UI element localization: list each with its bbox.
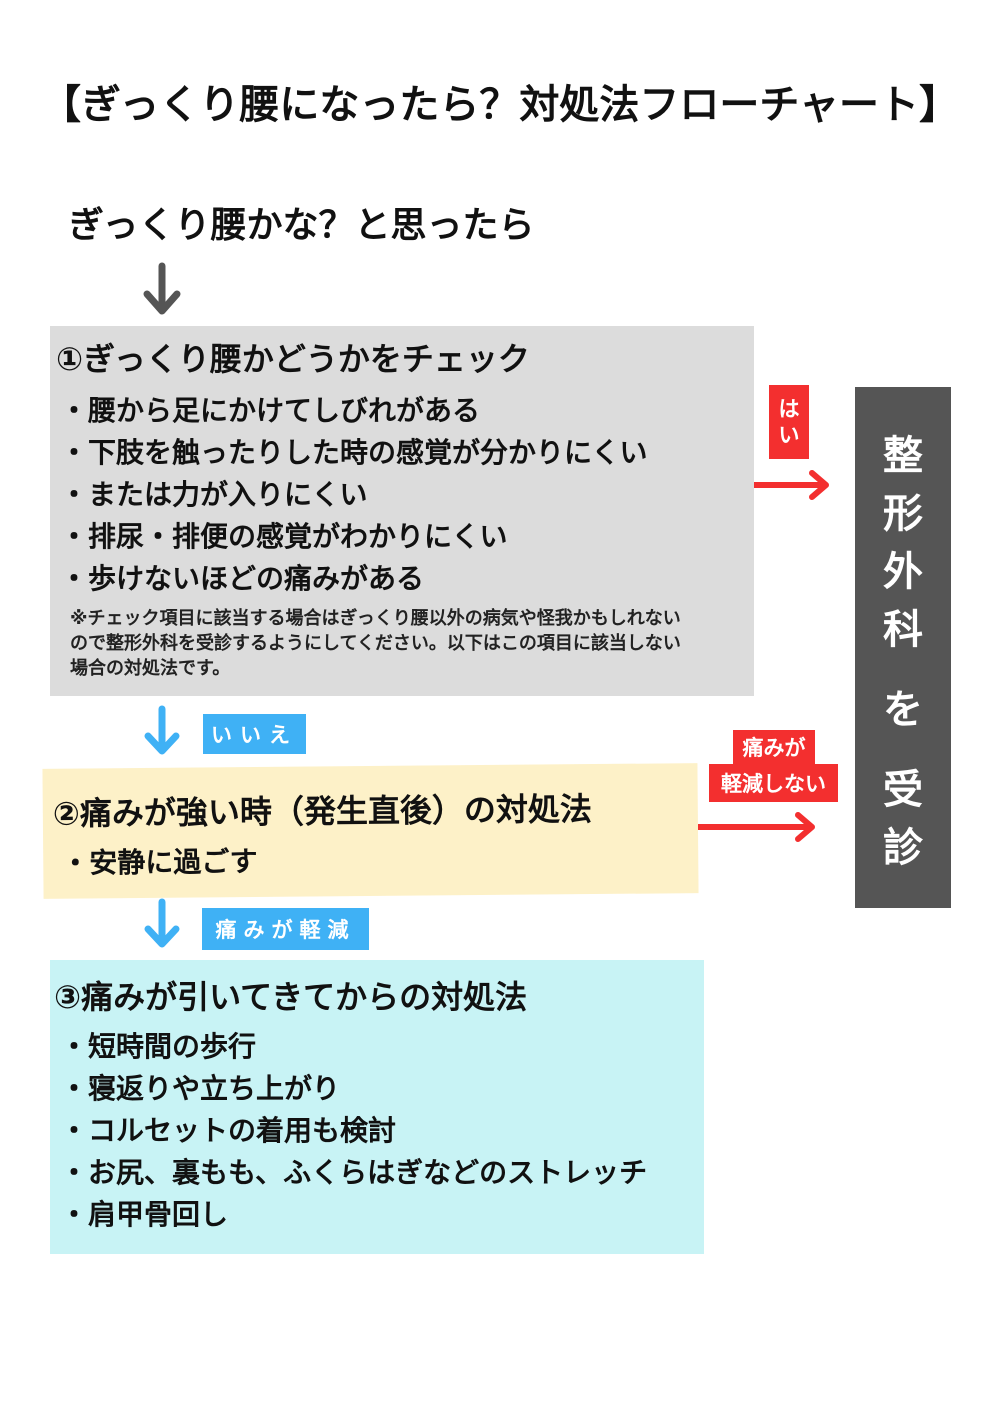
clinic-char: 外 [883,549,923,595]
arrow-right-icon [754,468,834,502]
page-title: 【ぎっくり腰になったら？対処法フローチャート】 [41,82,959,128]
recovery-item: ・寝返りや立ち上がり [60,1072,341,1105]
recovery-item: ・お尻、裏もも、ふくらはぎなどのストレッチ [60,1156,648,1189]
check-box: ①ぎっくり腰かどうかをチェック ・腰から足にかけてしびれがある ・下肢を触ったり… [50,326,754,696]
arrow-down-icon [142,705,182,757]
check-note: ※チェック項目に該当する場合はぎっくり腰以外の病気や怪我かもしれない ので整形外… [70,606,681,681]
acute-heading: ②痛みが強い時（発生直後）の対処法 [52,790,593,833]
clinic-char: 形 [883,491,923,537]
recovery-item: ・コルセットの着用も検討 [60,1114,397,1147]
check-item: ・または力が入りにくい [60,478,368,511]
check-item: ・排尿・排便の感覚がわかりにくい [60,520,508,553]
pain-not-reduced-tag-top: 痛みが [733,730,815,764]
recovery-box: ③痛みが引いてきてからの対処法 ・短時間の歩行 ・寝返りや立ち上がり ・コルセッ… [50,960,704,1254]
note-line: ※チェック項目に該当する場合はぎっくり腰以外の病気や怪我かもしれない [70,608,681,629]
clinic-char: 受 [883,767,923,813]
check-item: ・歩けないほどの痛みがある [60,562,425,595]
arrow-down-icon [142,898,182,950]
recovery-item: ・短時間の歩行 [60,1030,257,1063]
clinic-char: 診 [883,825,923,871]
arrow-right-icon [698,810,820,844]
recovery-item: ・肩甲骨回し [60,1198,229,1231]
pain-reduced-tag: 痛みが軽減 [202,908,369,950]
acute-box: ②痛みが強い時（発生直後）の対処法 ・安静に過ごす [42,763,699,899]
clinic-char: 科 [883,607,923,653]
note-line: 場合の対処法です。 [70,658,231,679]
check-item: ・腰から足にかけてしびれがある [60,394,481,427]
recovery-list: ・短時間の歩行 ・寝返りや立ち上がり ・コルセットの着用も検討 ・お尻、裏もも、… [60,1026,647,1236]
clinic-box: 整 形 外 科 を 受 診 [855,387,951,908]
arrow-down-icon [142,262,182,318]
recovery-heading: ③痛みが引いてきてからの対処法 [54,978,528,1016]
yes-tag-char: は [778,397,800,421]
clinic-char: を [883,687,923,733]
start-text: ぎっくり腰かな？と思ったら [68,205,535,246]
no-tag: いいえ [203,714,306,754]
acute-list: ・安静に過ごす [61,841,258,885]
note-line: ので整形外科を受診するようにしてください。以下はこの項目に該当しない [70,633,681,654]
check-item: ・下肢を触ったりした時の感覚が分かりにくい [60,436,648,469]
clinic-char: 整 [883,433,923,479]
yes-tag: は い [769,385,809,459]
pain-not-reduced-tag-bottom: 軽減しない [709,764,838,802]
acute-item: ・安静に過ごす [61,844,258,880]
check-heading: ①ぎっくり腰かどうかをチェック [56,340,530,378]
check-list: ・腰から足にかけてしびれがある ・下肢を触ったりした時の感覚が分かりにくい ・ま… [60,390,647,600]
yes-tag-char: い [778,423,800,447]
